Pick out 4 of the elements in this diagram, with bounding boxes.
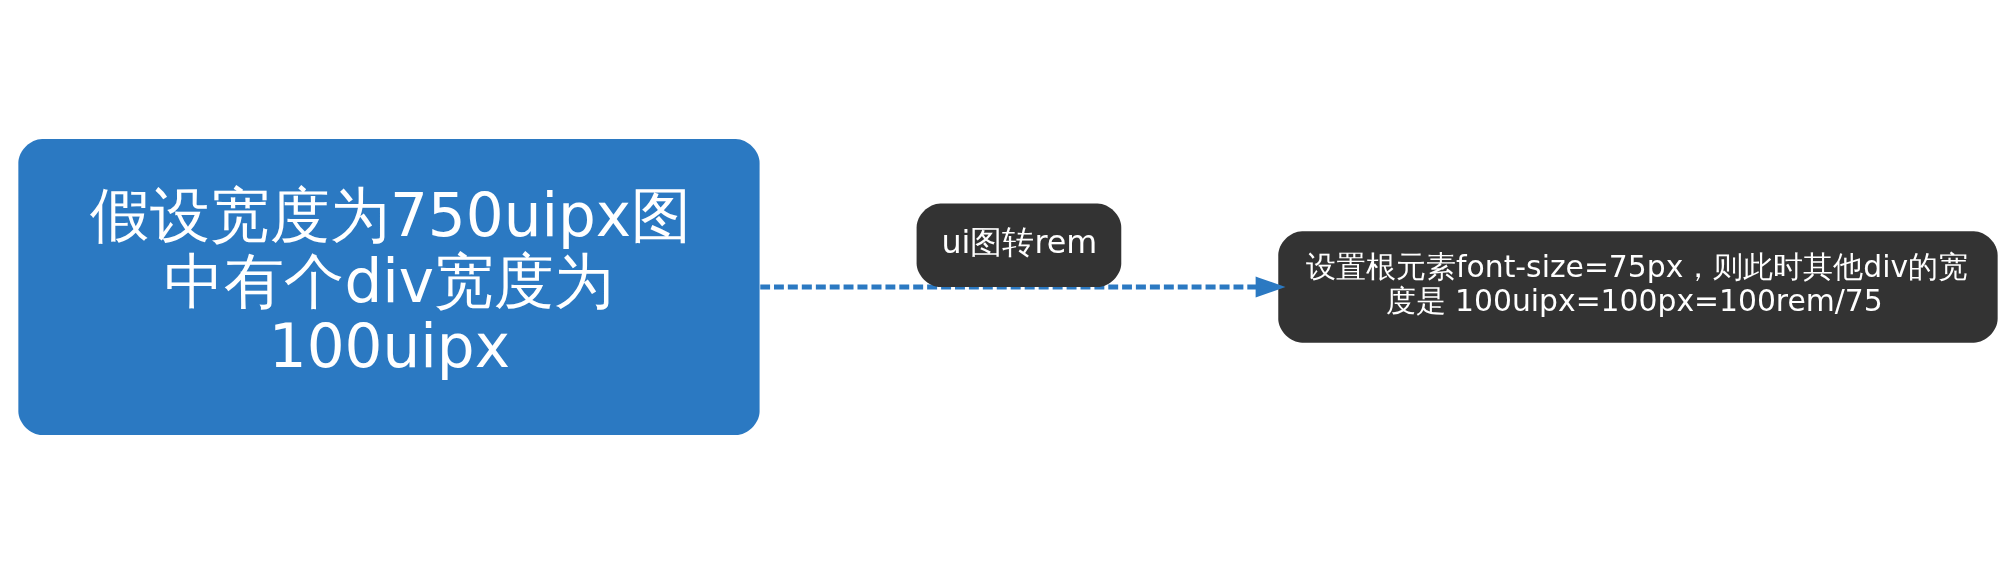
edge-label: ui图转rem bbox=[941, 222, 1098, 260]
node-box: 假设宽度为750uipx图中有个div宽度为100uipx bbox=[18, 138, 760, 436]
arrow bbox=[760, 276, 1286, 298]
node-box: 设置根元素font-size=75px，则此时其他div的宽度是 100uipx=100px=100rem/75 bbox=[1278, 231, 1998, 343]
